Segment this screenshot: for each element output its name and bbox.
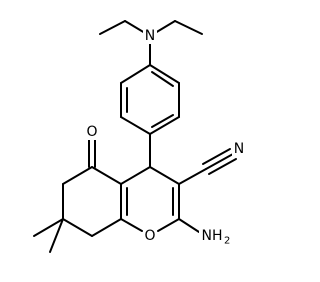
bond-c8a-o bbox=[120, 218, 143, 232]
amino-group-label: NH bbox=[202, 228, 223, 244]
bond-c8-c8a bbox=[91, 218, 122, 237]
ketone-oxygen: O bbox=[85, 124, 99, 140]
bond-c7-me2 bbox=[49, 218, 64, 253]
nitrile-nitrogen: N bbox=[232, 141, 246, 157]
bond-cn-triple-3 bbox=[208, 158, 237, 175]
bond-c7-me1 bbox=[33, 218, 64, 237]
bond-cn-triple-1 bbox=[205, 153, 234, 170]
bond-c3-c4 bbox=[149, 166, 180, 185]
ring-oxygen: O bbox=[143, 228, 157, 244]
bond-c2-nh2 bbox=[178, 218, 200, 233]
bond-ethyl2-ch3 bbox=[174, 20, 203, 35]
amine-nitrogen: N bbox=[143, 28, 157, 44]
bond-ph-inner-2 bbox=[151, 114, 174, 128]
bond-cn-triple-2 bbox=[202, 148, 231, 165]
bond-ph-4 bbox=[149, 116, 180, 135]
bond-ph-3 bbox=[120, 116, 151, 135]
bond-c4a-c5 bbox=[91, 166, 122, 185]
bond-lines bbox=[33, 20, 237, 253]
molecule-structure: N O N O NH 2 bbox=[33, 20, 246, 253]
nitrile-nitrogen-label: N bbox=[234, 141, 244, 157]
amino-group-subscript: 2 bbox=[224, 236, 230, 247]
bond-o-c2 bbox=[157, 218, 180, 232]
bond-ph-inner-3 bbox=[151, 71, 174, 87]
atom-labels: N O N O NH 2 bbox=[85, 28, 246, 247]
ketone-oxygen-label: O bbox=[86, 124, 97, 140]
bond-c4-c4a bbox=[120, 166, 151, 185]
bond-ph-1 bbox=[120, 64, 151, 84]
ring-oxygen-label: O bbox=[144, 228, 155, 244]
amine-nitrogen-label: N bbox=[145, 28, 155, 44]
bond-ethyl1-ch3 bbox=[99, 20, 126, 35]
bond-ph-6 bbox=[149, 64, 180, 84]
amino-group: NH 2 bbox=[199, 228, 233, 247]
bond-c5-c6 bbox=[62, 166, 93, 185]
bond-c3-cn bbox=[178, 168, 207, 185]
bond-c7-c8 bbox=[62, 218, 93, 237]
